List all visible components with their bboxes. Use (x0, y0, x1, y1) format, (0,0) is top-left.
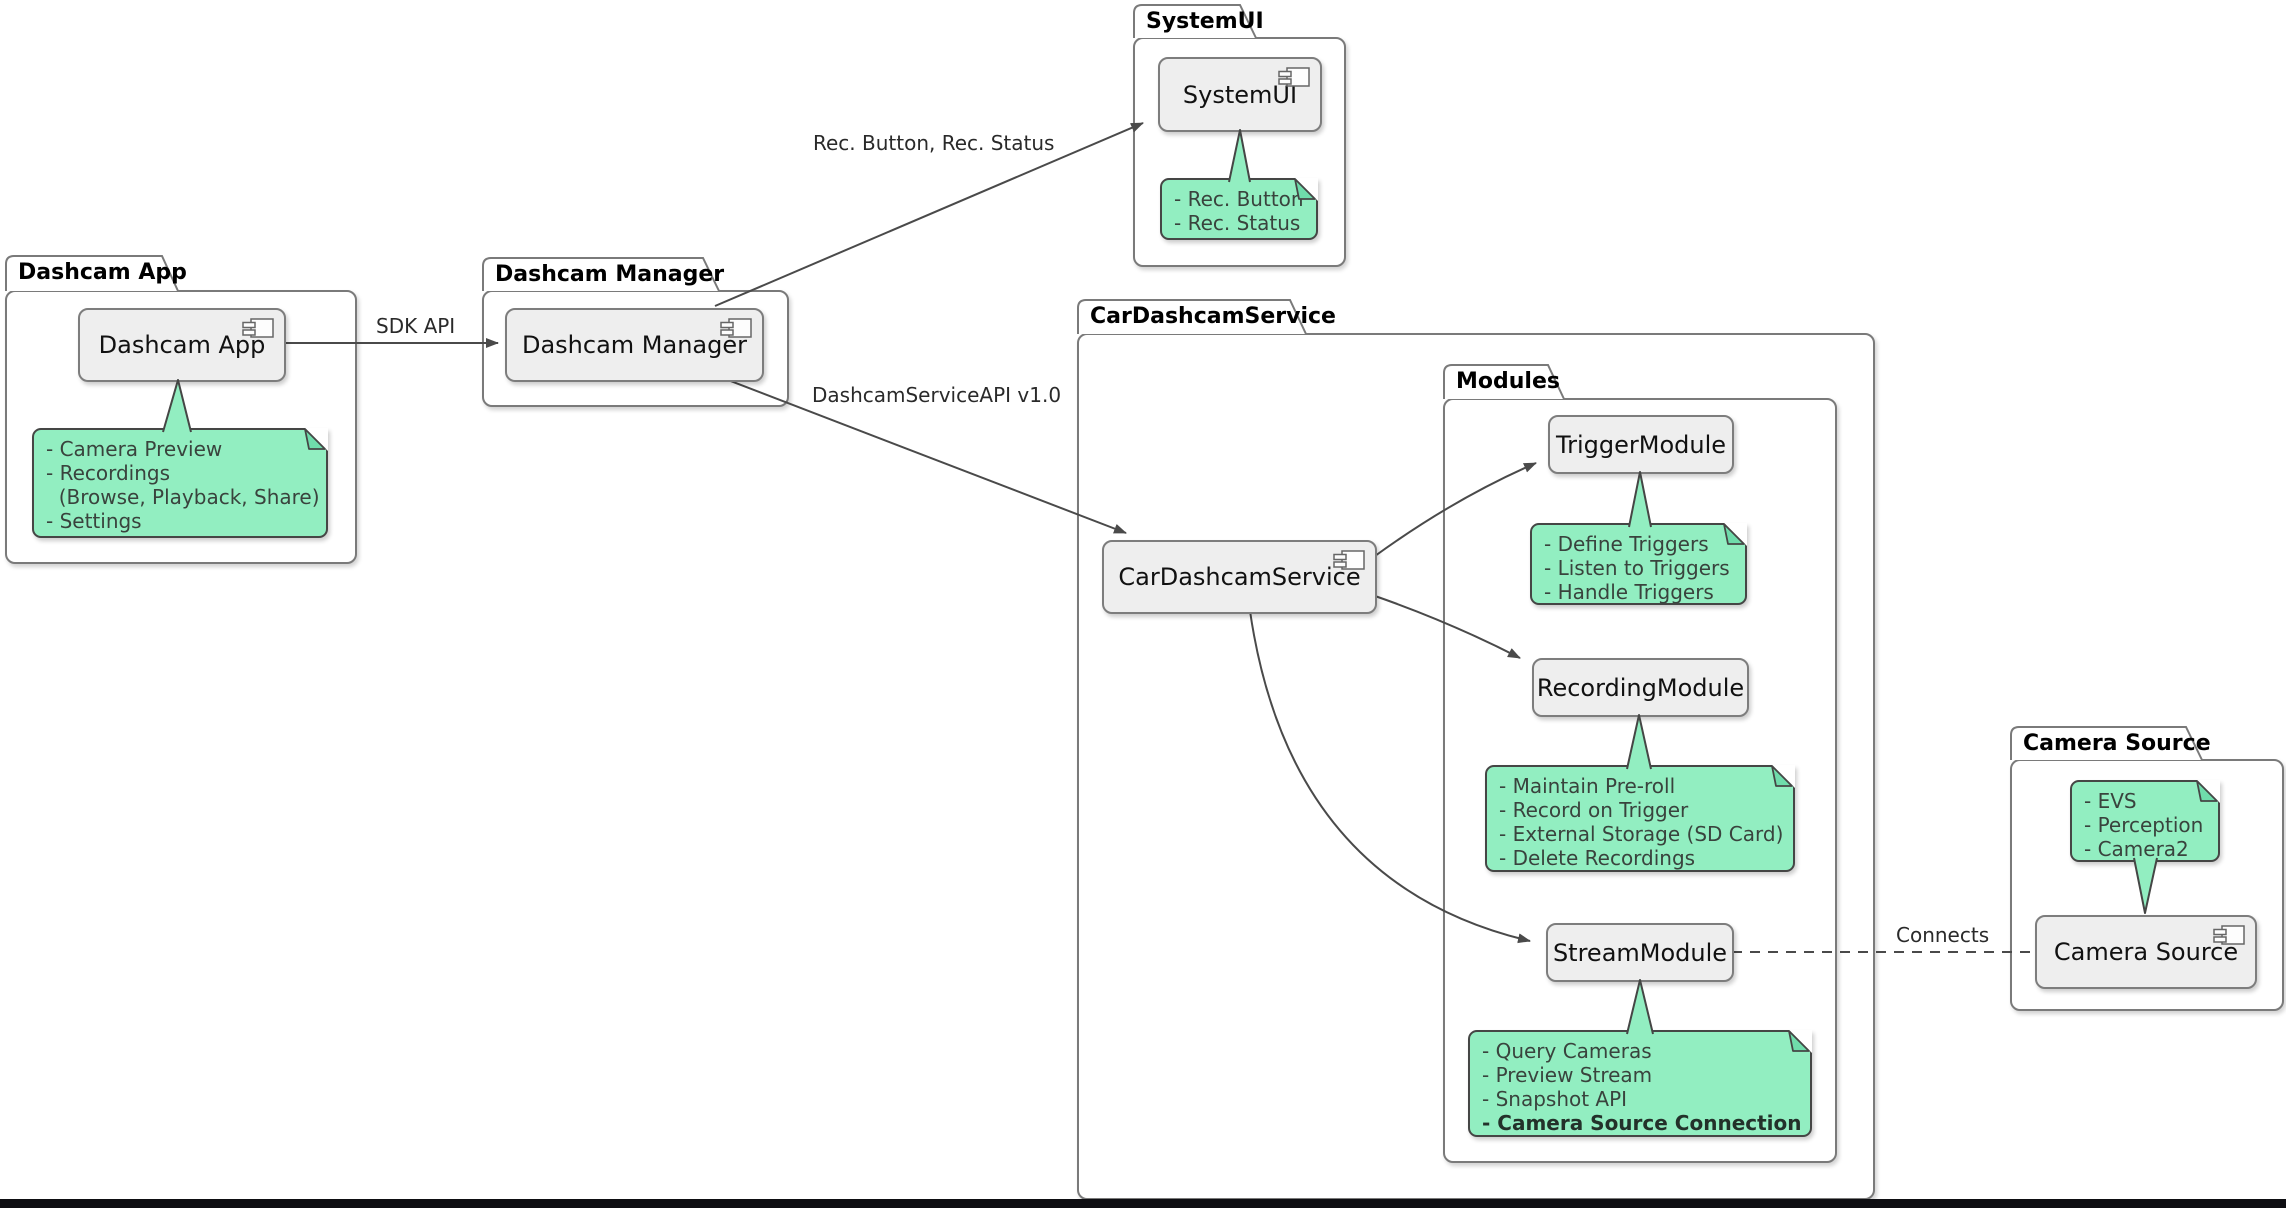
note-line: - Query Cameras (1482, 1039, 1652, 1063)
component-trigger-module: TriggerModule (1548, 415, 1734, 474)
note-camera-source: - EVS - Perception - Camera2 (2070, 780, 2220, 862)
component-stream-module: StreamModule (1546, 923, 1734, 982)
package-title-systemui: SystemUI (1146, 9, 1264, 34)
component-icon (2213, 925, 2245, 945)
note-systemui: - Rec. Button - Rec. Status (1160, 178, 1318, 240)
note-fold-icon (1723, 523, 1747, 546)
note-line: - Camera2 (2084, 837, 2189, 861)
note-fold-icon (1771, 765, 1795, 788)
package-title-camera-source: Camera Source (2023, 731, 2211, 756)
edge-label-rec: Rec. Button, Rec. Status (813, 131, 1055, 155)
note-line: - Recordings (46, 461, 171, 485)
package-title-dashcam-manager: Dashcam Manager (495, 262, 725, 287)
component-label: Dashcam Manager (521, 331, 747, 359)
note-fold-icon (2196, 780, 2220, 803)
note-line: - Perception (2084, 813, 2204, 837)
component-label: SystemUI (1182, 80, 1298, 109)
component-label: CarDashcamService (1118, 563, 1361, 591)
note-line: - EVS (2084, 789, 2137, 813)
edge-label-service-api: DashcamServiceAPI v1.0 (812, 383, 1062, 407)
component-recording-module: RecordingModule (1532, 658, 1749, 717)
component-icon (1333, 550, 1365, 570)
package-title-cardashcamservice: CarDashcamService (1090, 304, 1336, 329)
note-line: - Record on Trigger (1499, 798, 1689, 822)
note-stream-module: - Query Cameras - Preview Stream - Snaps… (1468, 1030, 1812, 1137)
package-title-dashcam-app: Dashcam App (18, 260, 187, 285)
component-cardashcamservice: CarDashcamService (1102, 540, 1377, 614)
note-line: - Rec. Button (1174, 187, 1304, 211)
note-line: - Camera Preview (46, 437, 223, 461)
note-line: - Rec. Status (1174, 211, 1301, 235)
component-label: StreamModule (1552, 938, 1728, 967)
note-fold-icon (1788, 1030, 1812, 1053)
note-line: - Delete Recordings (1499, 846, 1696, 870)
component-dashcam-manager: Dashcam Manager (505, 308, 764, 382)
note-line: - Settings (46, 509, 142, 533)
note-line: - Preview Stream (1482, 1063, 1653, 1087)
component-systemui: SystemUI (1158, 57, 1322, 132)
component-label: RecordingModule (1536, 673, 1745, 702)
component-icon (242, 318, 274, 338)
note-dashcam-app: - Camera Preview - Recordings (Browse, P… (32, 428, 328, 538)
note-recording-module: - Maintain Pre-roll - Record on Trigger … (1485, 765, 1795, 872)
note-line: - Snapshot API (1482, 1087, 1628, 1111)
note-line: - Listen to Triggers (1544, 556, 1730, 580)
note-line: - External Storage (SD Card) (1499, 822, 1784, 846)
note-trigger-module: - Define Triggers - Listen to Triggers -… (1530, 523, 1747, 605)
note-line: - Camera Source Connection (1482, 1111, 1802, 1135)
component-label: TriggerModule (1555, 430, 1727, 459)
bottom-bar (0, 1199, 2286, 1208)
note-fold-icon (304, 428, 328, 451)
edge-label-sdk-api: SDK API (376, 314, 456, 338)
component-camera-source: Camera Source (2035, 915, 2257, 989)
component-label: Camera Source (2053, 938, 2239, 966)
note-line: - Handle Triggers (1544, 580, 1714, 604)
edge-label-connects: Connects (1896, 923, 1990, 947)
component-dashcam-app: Dashcam App (78, 308, 286, 382)
component-icon (1278, 67, 1310, 87)
component-label: Dashcam App (98, 331, 266, 359)
note-line: (Browse, Playback, Share) (46, 485, 320, 509)
note-fold-icon (1294, 178, 1318, 201)
package-title-modules: Modules (1456, 369, 1560, 394)
note-line: - Maintain Pre-roll (1499, 774, 1676, 798)
component-icon (720, 318, 752, 338)
note-line: - Define Triggers (1544, 532, 1709, 556)
